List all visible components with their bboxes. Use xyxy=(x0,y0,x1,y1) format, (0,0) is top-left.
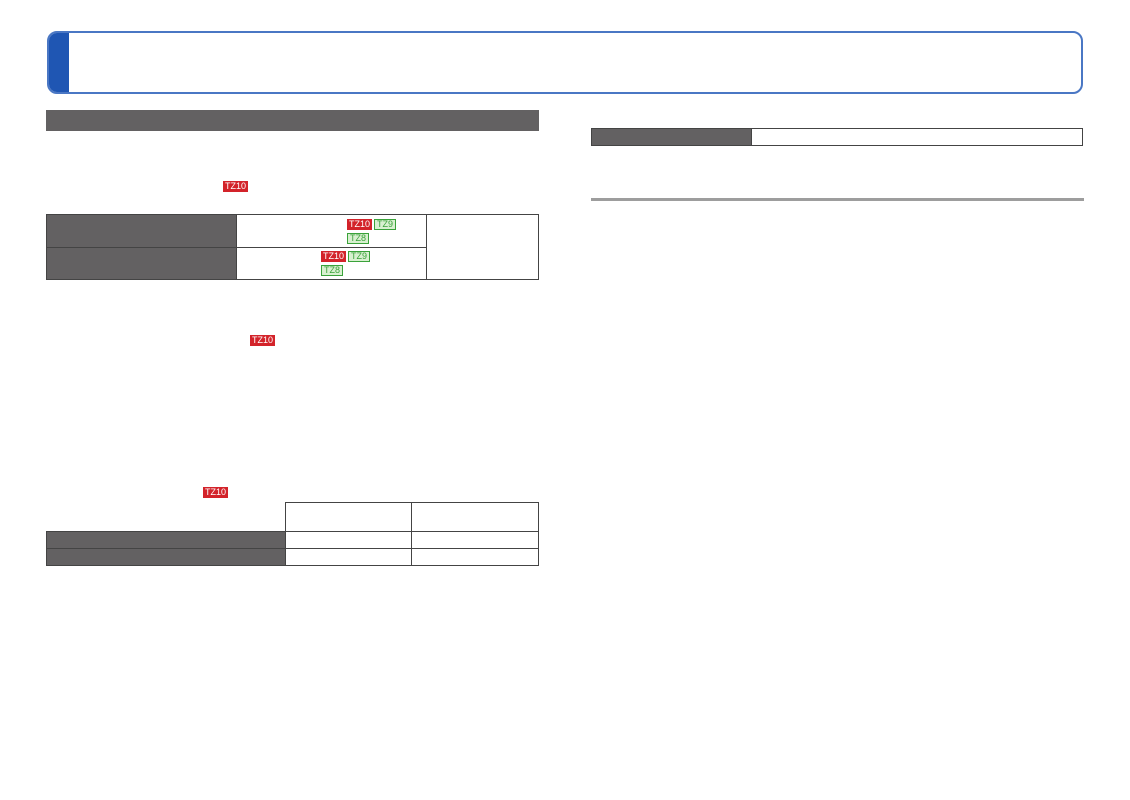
right-table-value xyxy=(751,128,1083,146)
section-divider xyxy=(591,198,1084,201)
page-title-banner xyxy=(47,31,1083,94)
model-badge-tz8: TZ8 xyxy=(321,265,344,276)
table1-row2-header xyxy=(46,247,237,280)
model-badge-tz10: TZ10 xyxy=(321,251,347,262)
right-table-header xyxy=(591,128,752,146)
table2-blank-corner xyxy=(47,503,286,532)
section-heading-bar xyxy=(46,110,539,131)
table1-merged-cell xyxy=(426,214,539,280)
model-badge-tz10: TZ10 xyxy=(250,335,276,346)
model-badge-tz8: TZ8 xyxy=(347,233,370,244)
model-badge-tz10: TZ10 xyxy=(223,181,249,192)
table2-row2-col1 xyxy=(284,548,412,566)
model-badge-tz9: TZ9 xyxy=(374,219,397,230)
table2-col2-header xyxy=(410,502,539,532)
table1-row1-value: TZ10 TZ9 TZ8 xyxy=(236,214,427,248)
table2-row2-col2 xyxy=(410,548,539,566)
table1-row2-value: TZ10 TZ9 TZ8 xyxy=(236,247,427,280)
model-badge-tz10: TZ10 xyxy=(347,219,373,230)
table2-col1-header xyxy=(284,502,412,532)
table2-row1-col1 xyxy=(284,531,412,549)
table2-row2-header xyxy=(46,548,286,566)
model-badge-tz9: TZ9 xyxy=(348,251,371,262)
table1-row1-header xyxy=(46,214,237,248)
model-badge-tz10: TZ10 xyxy=(203,487,229,498)
settings-table-2 xyxy=(46,502,539,566)
table2-row1-col2 xyxy=(410,531,539,549)
table2-row1-header xyxy=(46,531,286,549)
title-accent-stripe xyxy=(49,33,69,92)
settings-table-1: TZ10 TZ9 TZ8 TZ10 TZ9 TZ8 xyxy=(46,214,539,280)
right-info-table xyxy=(591,128,1083,146)
